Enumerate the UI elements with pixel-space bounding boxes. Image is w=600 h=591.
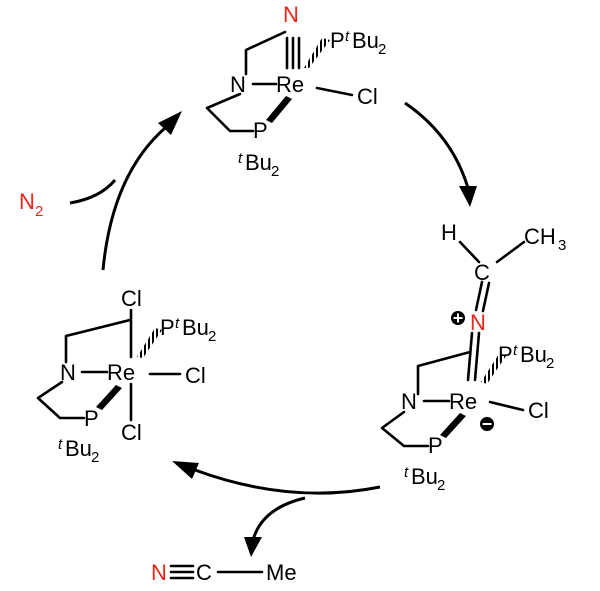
tbu-upper-prefix: t: [513, 342, 518, 359]
chloride-label: Cl: [528, 398, 549, 423]
dinitrogen-reagent: N 2: [19, 189, 43, 220]
phosphine-p-upper: P: [498, 342, 513, 367]
nitride-n-label: N: [283, 2, 299, 27]
chloride-label: Cl: [357, 84, 378, 109]
solid-wedge-bond: [96, 385, 122, 410]
tbu-upper-subscript: 2: [208, 328, 216, 345]
tbu-lower-prefix: t: [58, 436, 63, 453]
tbu-upper-prefix: t: [175, 315, 180, 332]
rhenium-iminyl-adduct: H C CH 3 N P t Bu 2 N Re Cl P t Bu 2: [380, 220, 566, 494]
imine-n-label: N: [470, 310, 486, 335]
arrow-to-nitrile: [251, 496, 306, 541]
phosphine-p-lower: P: [428, 433, 443, 458]
phosphine-p-lower: P: [84, 406, 99, 431]
negative-charge-icon: [480, 417, 494, 431]
tbu-lower-prefix: t: [404, 464, 409, 481]
tbu-upper-subscript: 2: [546, 355, 554, 372]
n2-symbol: N: [19, 189, 35, 214]
tbu-lower-label: Bu: [65, 436, 92, 461]
arrow-to-adduct: [404, 101, 470, 189]
re-cl-bond: [488, 400, 525, 412]
amine-n-label: N: [401, 389, 417, 414]
tbu-upper-label: Bu: [520, 342, 547, 367]
tbu-lower-prefix: t: [238, 150, 243, 167]
amine-n-label: N: [60, 360, 76, 385]
chloride-right-label: Cl: [185, 363, 206, 388]
tbu-upper-prefix: t: [345, 28, 350, 45]
methyl-subscript: 3: [558, 237, 566, 254]
tbu-lower-subscript: 2: [437, 477, 445, 494]
hashed-wedge-bond: [481, 354, 506, 384]
arrow-head-trichloride: [172, 461, 199, 479]
methyl-label: CH: [524, 224, 556, 249]
nitrile-triple-bond: [169, 564, 195, 580]
arrow-to-nitride: [101, 126, 166, 271]
arrow-to-trichloride: [194, 468, 381, 495]
ligand-backbone-lower: [380, 410, 430, 448]
amine-n-label: N: [230, 72, 246, 97]
metal-re-label: Re: [276, 72, 304, 97]
rhenium-trichloride-complex: Cl P t Bu 2 N Re Cl Cl P t Bu 2: [36, 286, 216, 466]
hashed-wedge-bond: [137, 328, 162, 358]
n-re-double-bond: [466, 331, 481, 382]
methyl-me-label: Me: [266, 560, 297, 585]
hashed-wedge-bond: [304, 38, 330, 68]
arrow-n2-input: [69, 179, 117, 205]
tbu-lower-label: Bu: [411, 464, 438, 489]
hydrogen-label: H: [441, 220, 457, 245]
cycle-arrows: [69, 101, 477, 557]
metal-re-label: Re: [449, 389, 477, 414]
ligand-backbone-upper: [64, 318, 132, 364]
rhenium-nitride-complex: N P t Bu 2 N Re Cl P t Bu 2: [205, 2, 386, 180]
phosphine-p-lower: P: [253, 118, 268, 143]
ligand-backbone-lower: [36, 380, 86, 420]
tbu-upper-subscript: 2: [378, 41, 386, 58]
tbu-lower-label: Bu: [245, 150, 272, 175]
re-nitride-triple-bond: [285, 36, 301, 70]
phosphine-p-upper: P: [160, 315, 175, 340]
ligand-backbone-upper: [244, 30, 287, 76]
imine-carbon-label: C: [474, 260, 490, 285]
chloride-bottom-label: Cl: [121, 420, 142, 445]
nitrile-c-label: C: [196, 560, 212, 585]
c-n-double-bond: [474, 280, 491, 313]
acetonitrile-product: N C Me: [151, 560, 297, 585]
arrow-head-nitrile: [244, 537, 262, 557]
phosphine-p-upper: P: [330, 28, 345, 53]
c-ch3-bond: [495, 240, 526, 264]
chloride-top-label: Cl: [121, 286, 142, 311]
ligand-backbone-upper: [416, 350, 472, 396]
ligand-backbone-lower: [205, 92, 255, 133]
n2-subscript: 2: [35, 203, 43, 220]
tbu-lower-subscript: 2: [271, 163, 279, 180]
arrow-head-nitride: [158, 111, 182, 135]
nitrile-n-label: N: [151, 560, 167, 585]
arrow-head-adduct: [459, 186, 477, 207]
h-c-bond: [458, 240, 481, 264]
metal-re-label: Re: [107, 360, 135, 385]
tbu-lower-subscript: 2: [91, 449, 99, 466]
positive-charge-icon: [451, 311, 465, 325]
re-cl-bond: [315, 86, 354, 97]
tbu-upper-label: Bu: [352, 28, 379, 53]
solid-wedge-bond: [266, 96, 292, 123]
tbu-upper-label: Bu: [182, 315, 209, 340]
solid-wedge-bond: [440, 413, 466, 438]
